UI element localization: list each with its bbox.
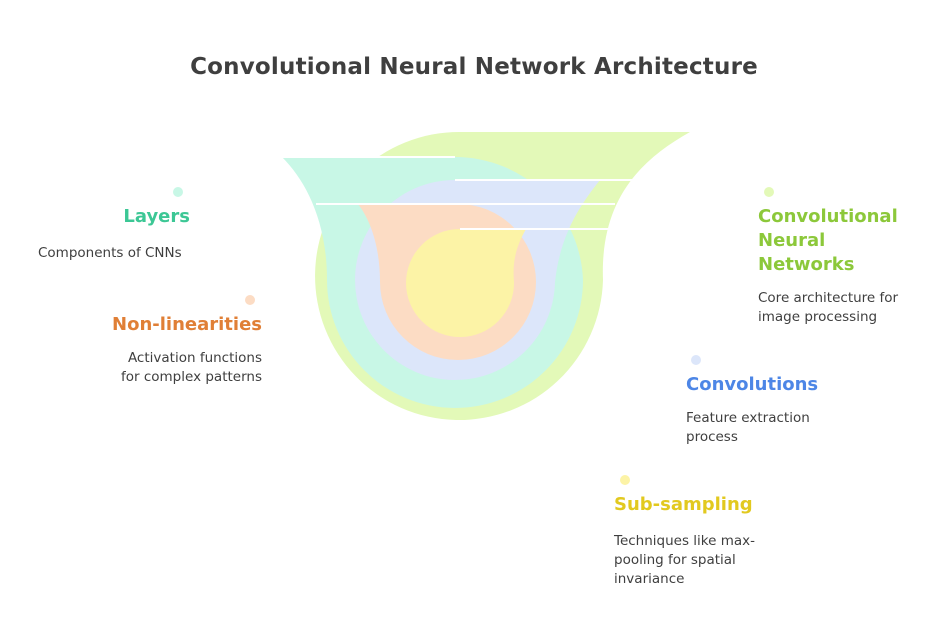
convolutions-dot bbox=[691, 355, 701, 365]
sub-sampling-dot bbox=[620, 475, 630, 485]
diagram-title: Convolutional Neural Network Architectur… bbox=[190, 54, 758, 80]
non-linearities-dot bbox=[245, 295, 255, 305]
convolutions-description: Feature extraction process bbox=[686, 410, 810, 445]
layers-dot bbox=[173, 187, 183, 197]
sub-sampling-shape bbox=[406, 229, 526, 337]
sub-sampling-heading: Sub-sampling bbox=[614, 494, 753, 515]
cnn-description: Core architecture for image processing bbox=[758, 290, 899, 325]
convolutions-heading: Convolutions bbox=[686, 374, 819, 395]
non-linearities-description: Activation functions for complex pattern… bbox=[121, 350, 262, 385]
non-linearities-heading: Non-linearities bbox=[112, 314, 262, 335]
sub-sampling-description: Techniques like max- pooling for spatial… bbox=[614, 533, 756, 587]
cnn-heading: Convolutional Neural Networks bbox=[758, 206, 898, 275]
layers-heading: Layers bbox=[123, 206, 190, 227]
cnn-dot bbox=[764, 187, 774, 197]
separators bbox=[282, 156, 640, 230]
layers-description: Components of CNNs bbox=[38, 245, 182, 261]
